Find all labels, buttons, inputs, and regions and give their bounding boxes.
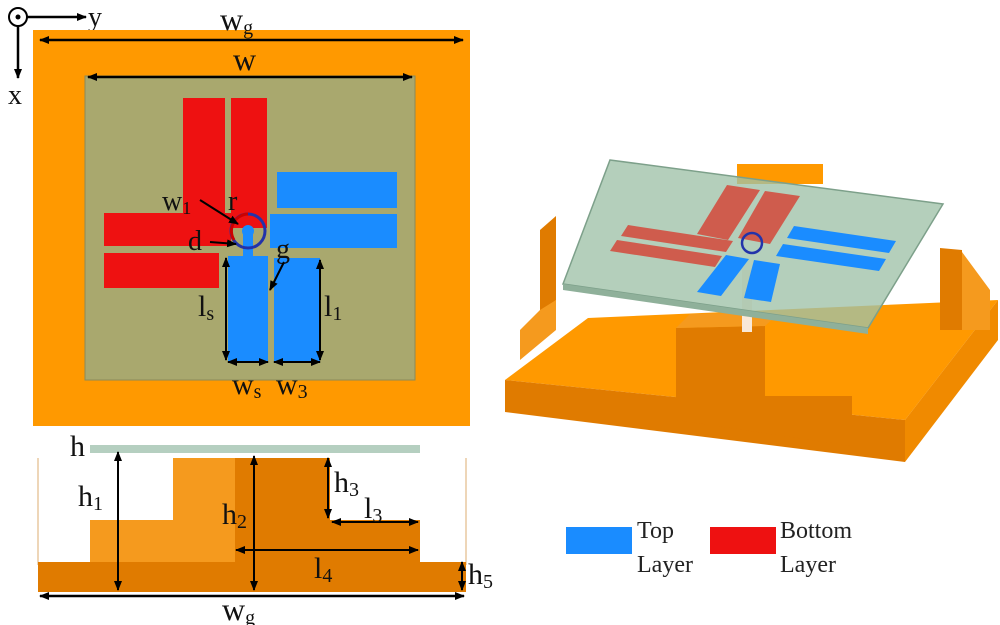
w1-label: w1 bbox=[162, 186, 191, 218]
g-label: g bbox=[276, 234, 290, 265]
bottom-arm-left-top bbox=[104, 213, 231, 246]
iso-step-block bbox=[676, 326, 852, 446]
h5-label: h5 bbox=[468, 558, 493, 593]
iso-top-arm-1 bbox=[787, 226, 896, 253]
side-substrate bbox=[90, 445, 420, 453]
h2-label: h2 bbox=[222, 498, 247, 533]
wg-label: wg bbox=[220, 1, 253, 39]
iso-feed-ring bbox=[740, 231, 764, 255]
legend-bottom-label-1: Bottom bbox=[780, 518, 852, 544]
h1-label: h1 bbox=[78, 480, 103, 515]
side-ground-left bbox=[90, 458, 235, 562]
l1-label: l1 bbox=[324, 290, 342, 325]
top-arm-bottom-left bbox=[228, 256, 268, 362]
bottom-arm-top-left bbox=[183, 98, 225, 228]
top-view: wg w w1 r d g ls l1 ws w3 bbox=[33, 1, 470, 426]
h-label: h bbox=[70, 430, 85, 463]
x-axis-label: x bbox=[8, 80, 22, 111]
ls-label: ls bbox=[198, 290, 214, 325]
r-label: r bbox=[228, 186, 238, 217]
h3-label: h3 bbox=[334, 466, 359, 501]
iso-bottom-arm-2 bbox=[621, 225, 733, 252]
d-label: d bbox=[188, 226, 202, 257]
legend-bottom-swatch bbox=[710, 527, 776, 554]
iso-bottom-arm-1 bbox=[697, 185, 760, 240]
side-ground-base bbox=[38, 562, 466, 592]
legend-top-swatch bbox=[566, 527, 632, 554]
side-view: h h1 h2 h3 l3 l4 h5 wg bbox=[37, 430, 493, 625]
bottom-arm-left-bottom bbox=[104, 253, 219, 288]
iso-left-wall bbox=[540, 216, 556, 320]
iso-base-right bbox=[905, 300, 998, 462]
legend: Top Layer Bottom Layer bbox=[566, 518, 852, 578]
w3-label: w3 bbox=[276, 368, 308, 403]
legend-top-label-2: Layer bbox=[637, 552, 693, 578]
iso-right-wall bbox=[940, 248, 962, 330]
w-label: w bbox=[233, 41, 256, 77]
bottom-arm-top-right bbox=[231, 98, 267, 228]
iso-top-arm-2 bbox=[697, 255, 749, 296]
top-arm-right-bottom bbox=[270, 214, 397, 248]
iso-view bbox=[505, 159, 998, 462]
l4-label: l4 bbox=[314, 552, 332, 587]
coordinate-axes: y x bbox=[8, 2, 102, 111]
y-axis-label: y bbox=[88, 2, 102, 33]
top-arm-bottom-right bbox=[274, 258, 320, 362]
legend-bottom-label-2: Layer bbox=[780, 552, 836, 578]
side-wg-label: wg bbox=[222, 591, 255, 625]
top-arm-right-top bbox=[277, 172, 397, 208]
ws-label: ws bbox=[232, 368, 262, 403]
legend-top-label-1: Top bbox=[637, 518, 674, 544]
l3-label: l3 bbox=[364, 492, 382, 527]
feed-line bbox=[243, 230, 253, 260]
